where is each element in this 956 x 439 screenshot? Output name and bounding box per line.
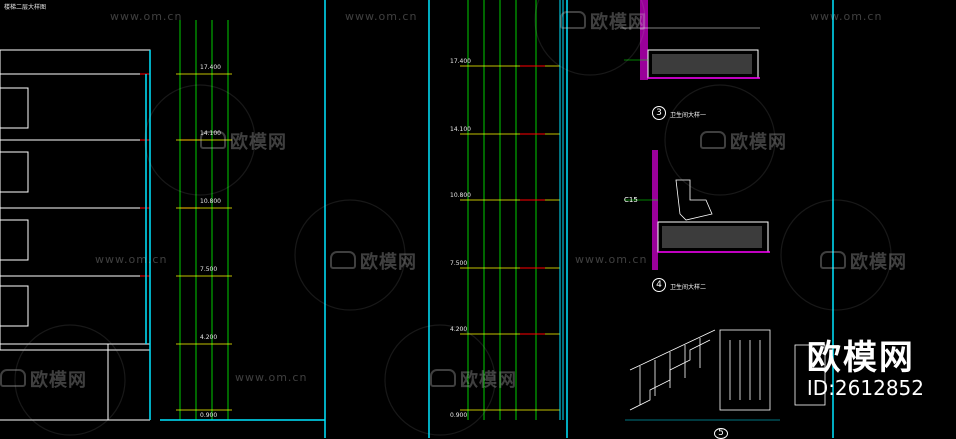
detail-4-bathroom — [624, 150, 770, 270]
wall-hatch — [640, 0, 648, 80]
section-outline — [0, 49, 151, 351]
watermark: 欧模网 — [820, 248, 907, 274]
watermark: 欧模网 — [700, 128, 787, 154]
watermark-logo-icon — [0, 369, 26, 387]
dimension-lines-left — [179, 20, 229, 420]
elevation-label: 14.100 — [200, 130, 221, 137]
left-cyan-wall — [145, 50, 151, 420]
detail-caption-4: 卫生间大样二 — [670, 284, 707, 291]
mid-right-cyan-walls — [559, 0, 564, 420]
railing-section — [794, 344, 826, 406]
watermark-logo-icon — [330, 251, 356, 269]
elevation-label: 0.900 — [200, 412, 218, 419]
detail-caption-3: 卫生间大样一 — [670, 112, 707, 119]
watermark-logo-icon — [560, 11, 586, 29]
watermark-logo-icon — [200, 131, 226, 149]
concrete-fill — [662, 226, 762, 248]
watermark-circles — [14, 0, 892, 436]
window — [0, 285, 29, 327]
watermark: 欧模网 — [430, 366, 517, 392]
watermark-url: www.om.cn — [110, 10, 183, 23]
mid-level-ticks — [460, 65, 560, 411]
c15-label: C15 — [624, 196, 638, 204]
left-building-section — [0, 49, 151, 421]
watermark: 欧模网 — [560, 8, 647, 34]
tick-marks-left — [176, 73, 232, 411]
elevation-label: 10.800 — [200, 198, 221, 205]
elevation-label: 7.500 — [450, 260, 468, 267]
watermark: 欧模网 — [330, 248, 417, 274]
watermark: 欧模网 — [0, 366, 87, 392]
watermark-logo-icon — [700, 131, 726, 149]
concrete-fill — [652, 54, 752, 74]
watermark-logo-icon — [820, 251, 846, 269]
window — [0, 151, 29, 193]
elevation-label: 14.100 — [450, 126, 471, 133]
left-red-hatch-marks — [140, 73, 200, 277]
drawing-title-top-left: 楼梯二层大样图 — [4, 4, 47, 11]
cyan-frame-lines — [160, 0, 834, 438]
elevation-label: 17.400 — [200, 64, 221, 71]
detail-5-stair-railing — [629, 329, 826, 411]
elevation-label: 4.200 — [450, 326, 468, 333]
watermark-url: www.om.cn — [95, 253, 168, 266]
elevation-label: 4.200 — [200, 334, 218, 341]
detail-number-3: 3 — [652, 106, 666, 120]
elevation-label: 10.800 — [450, 192, 471, 199]
watermark-url: www.om.cn — [235, 371, 308, 384]
detail-3-bathroom — [620, 0, 760, 80]
watermark-url: www.om.cn — [575, 253, 648, 266]
watermark-url: www.om.cn — [345, 10, 418, 23]
wall-hatch — [652, 150, 658, 270]
watermark: 欧模网 — [200, 128, 287, 154]
mid-red-marks — [520, 65, 545, 335]
detail-number-5: 5 — [714, 428, 728, 439]
railing-elevation — [719, 329, 771, 411]
window — [0, 87, 29, 129]
watermark-logo-icon — [430, 369, 456, 387]
toilet-symbol — [675, 179, 713, 221]
detail-number-4: 4 — [652, 278, 666, 292]
watermark-url: www.om.cn — [810, 10, 883, 23]
elevation-label: 0.900 — [450, 412, 468, 419]
elevation-label: 17.400 — [450, 58, 471, 65]
brand-stamp-name: 欧模网 — [806, 338, 915, 378]
brand-stamp: 欧模网 ID:2612852 — [807, 340, 924, 400]
mid-dimension-column — [467, 0, 537, 420]
elevation-label: 7.500 — [200, 266, 218, 273]
window — [0, 219, 29, 261]
brand-stamp-id: ID:2612852 — [806, 376, 924, 400]
